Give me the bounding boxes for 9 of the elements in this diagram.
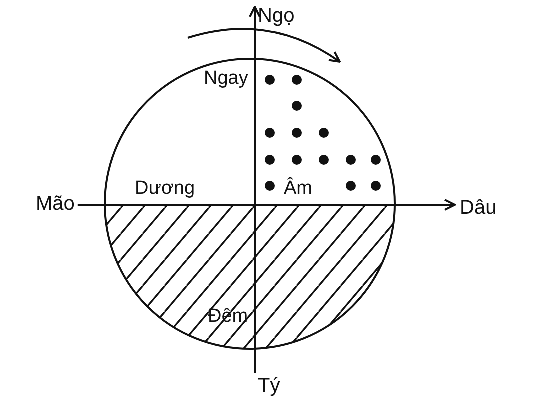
- region-label: Ngay: [204, 68, 248, 90]
- axis-arrow: [78, 199, 456, 211]
- direction-label: Mão: [36, 192, 75, 216]
- direction-label: Dâu: [460, 196, 497, 220]
- region-label: Dương: [135, 178, 196, 200]
- direction-label: Tý: [258, 374, 280, 398]
- axis-arrow: [249, 6, 261, 373]
- direction-label: Ngọ: [258, 4, 295, 28]
- region-label: Âm: [284, 178, 312, 200]
